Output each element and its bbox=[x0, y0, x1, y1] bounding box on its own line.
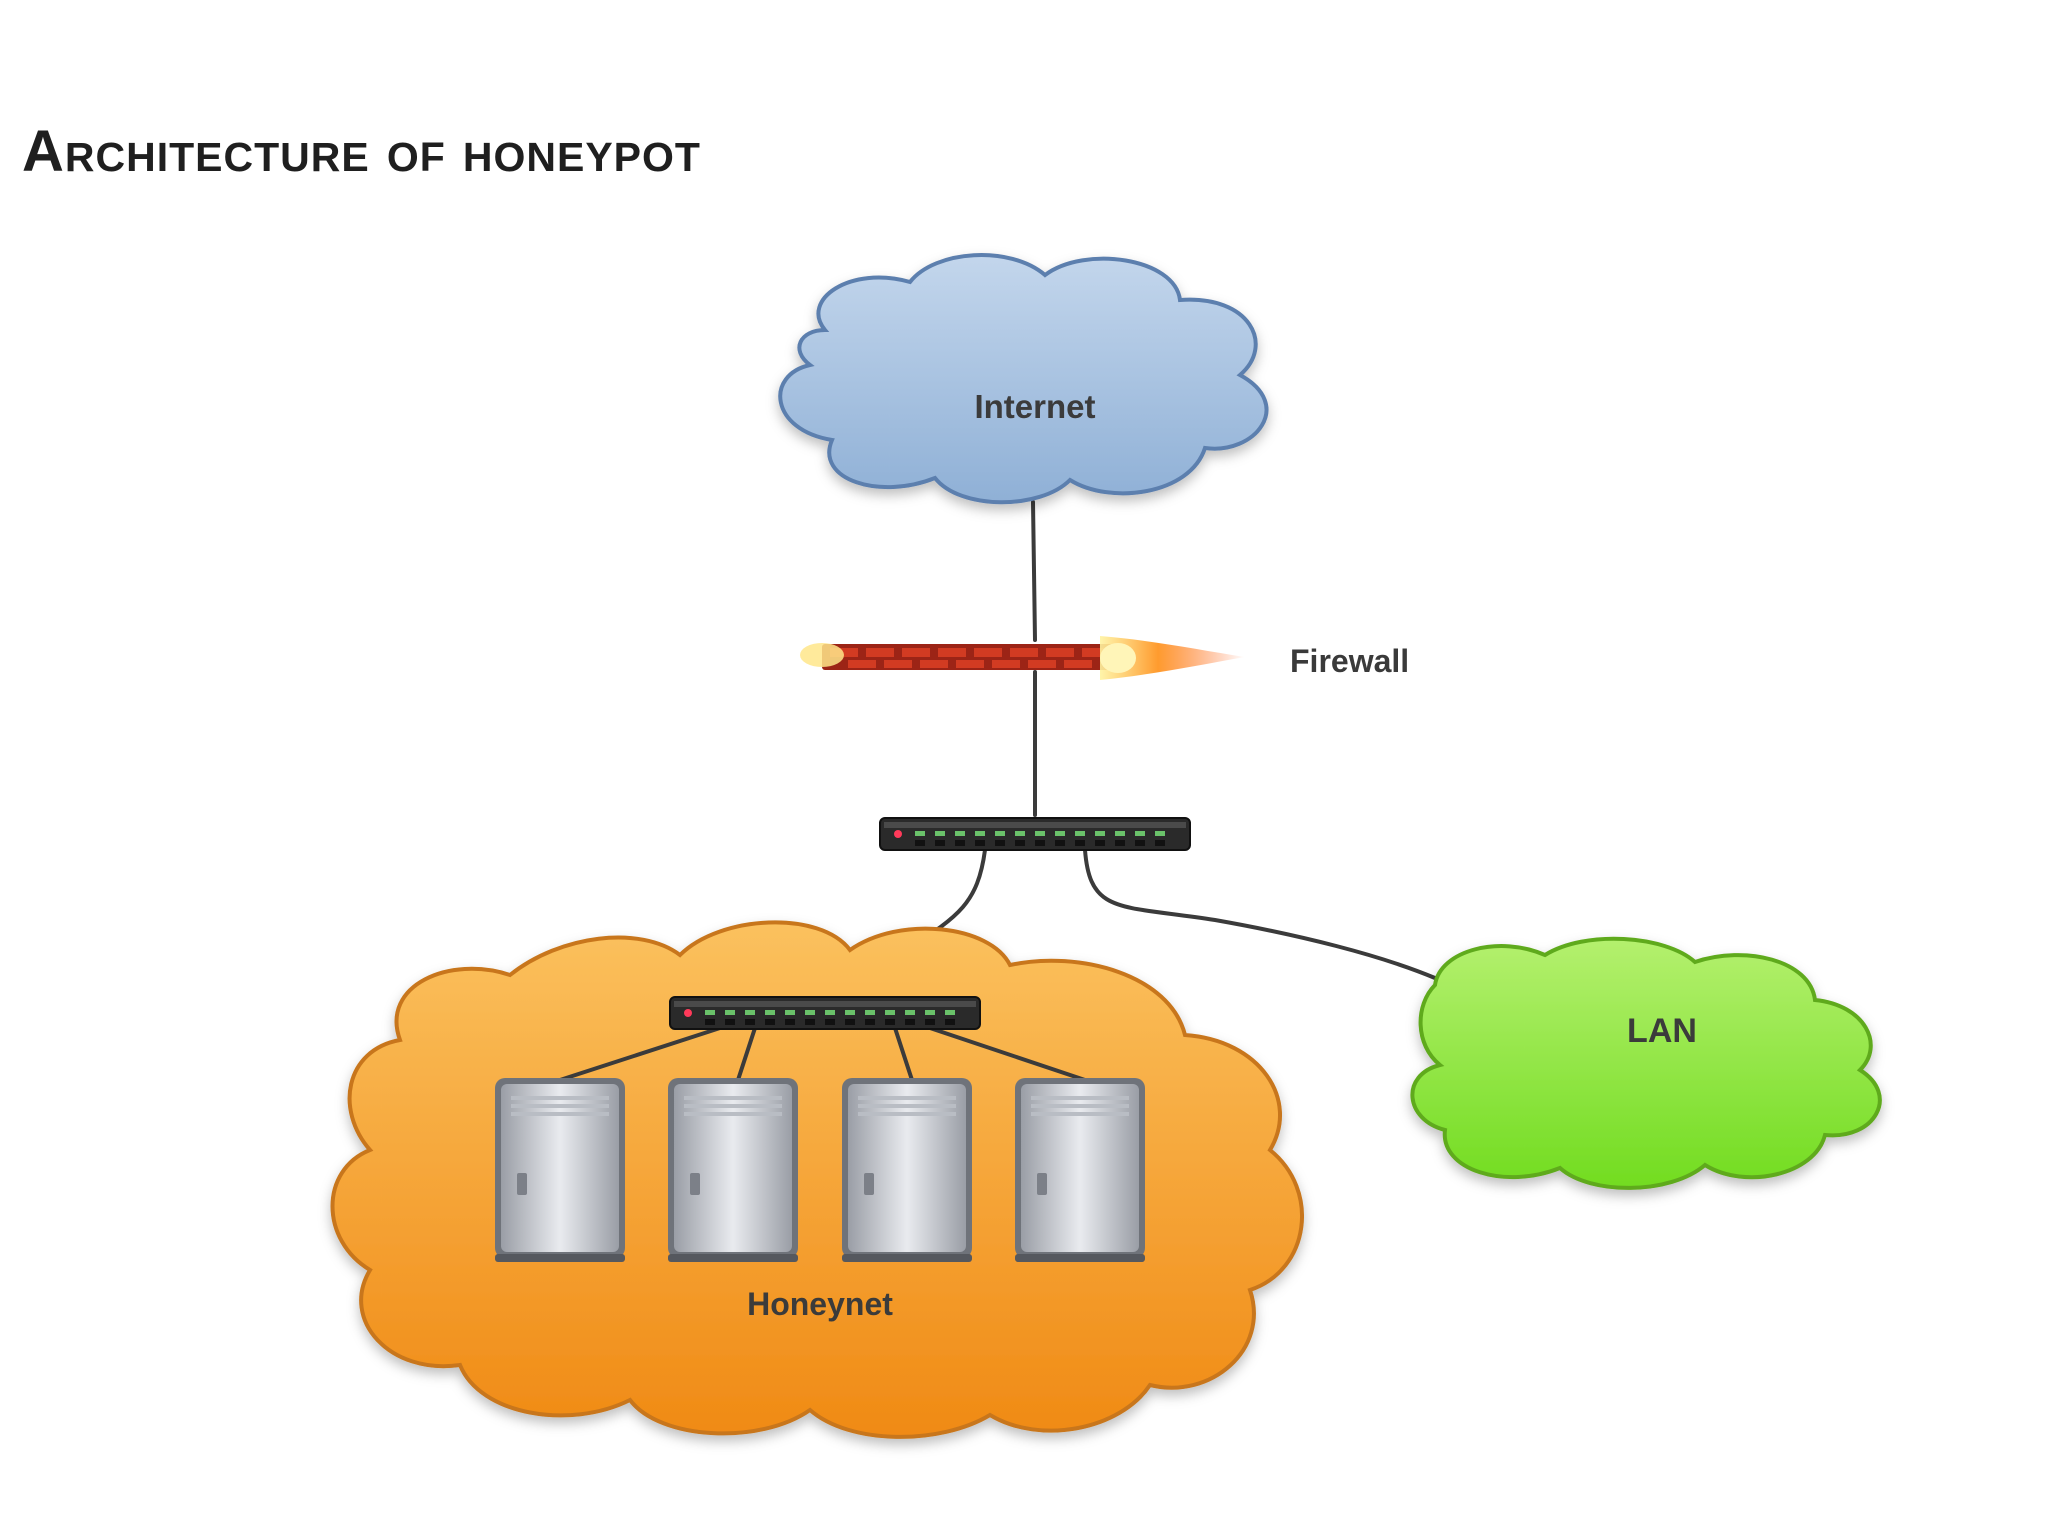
firewall-label: Firewall bbox=[1290, 643, 1409, 679]
network-switch-icon bbox=[669, 996, 981, 1030]
edge-switch-lan bbox=[1083, 848, 1437, 980]
internet-cloud: Internet bbox=[778, 253, 1269, 505]
edge-honeynet-switch-server-3 bbox=[893, 1026, 914, 1082]
slide-title: Architecture of honeypot bbox=[22, 118, 701, 185]
honeynet-label: Honeynet bbox=[747, 1286, 893, 1322]
lan-cloud-shape bbox=[1410, 936, 1882, 1190]
server-3-icon bbox=[842, 1078, 972, 1262]
edge-internet-firewall bbox=[1031, 500, 1037, 642]
honeynet-servers bbox=[495, 1078, 1145, 1262]
connections bbox=[833, 500, 1437, 1002]
edge-honeynet-switch-server-2 bbox=[736, 1026, 757, 1082]
honeynet-cloud: Honeynet bbox=[330, 920, 1304, 1439]
server-2-icon bbox=[668, 1078, 798, 1262]
network-switch-icon bbox=[879, 817, 1191, 851]
lan-label: LAN bbox=[1627, 1012, 1697, 1050]
firewall-icon bbox=[800, 636, 1245, 680]
server-connections bbox=[558, 1026, 1087, 1082]
lan-cloud: LAN bbox=[1410, 936, 1882, 1190]
honeynet-cloud-shape bbox=[330, 920, 1304, 1439]
honeynet-switch bbox=[669, 996, 981, 1030]
internet-cloud-shape bbox=[778, 253, 1269, 505]
edge-honeynet-switch-server-1 bbox=[558, 1026, 722, 1082]
main-switch bbox=[879, 817, 1191, 851]
slide-title-text: Architecture of honeypot bbox=[22, 119, 701, 184]
firewall-node: Firewall bbox=[800, 636, 1409, 680]
edge-honeynet-switch-server-4 bbox=[928, 1026, 1087, 1082]
server-1-icon bbox=[495, 1078, 625, 1262]
server-4-icon bbox=[1015, 1078, 1145, 1262]
internet-label: Internet bbox=[974, 388, 1095, 425]
